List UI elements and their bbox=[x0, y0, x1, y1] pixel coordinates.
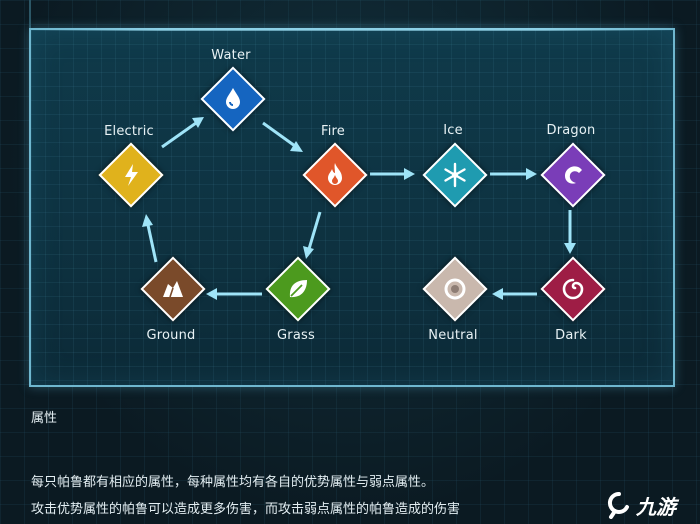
type-label-ice: Ice bbox=[443, 123, 463, 138]
snowflake-icon bbox=[444, 162, 466, 188]
water-drop-icon bbox=[226, 88, 240, 109]
fire-badge bbox=[302, 142, 368, 208]
type-label-neutral: Neutral bbox=[428, 328, 478, 343]
arrow-fire-to-ice bbox=[370, 168, 415, 180]
neutral-badge bbox=[422, 256, 488, 322]
type-label-dark: Dark bbox=[555, 328, 587, 343]
circle-target-icon bbox=[444, 278, 466, 300]
leaf-icon bbox=[289, 280, 307, 298]
type-label-dragon: Dragon bbox=[546, 123, 596, 138]
ice-badge bbox=[422, 142, 488, 208]
grass-badge bbox=[265, 256, 331, 322]
jiuyou-logo-icon bbox=[607, 491, 629, 519]
electric-badge bbox=[98, 142, 164, 208]
type-label-grass: Grass bbox=[277, 328, 315, 343]
arrow-ice-to-dragon bbox=[490, 168, 537, 180]
type-chart-panel bbox=[29, 28, 675, 387]
arrow-ground-to-electric bbox=[142, 214, 158, 263]
description-line-2: 攻击优势属性的帕鲁可以造成更多伤害，而攻击弱点属性的帕鲁造成的伤害 bbox=[31, 502, 461, 517]
type-label-fire: Fire bbox=[320, 124, 345, 139]
flame-icon bbox=[328, 163, 342, 185]
arrow-dark-to-neutral bbox=[492, 288, 537, 300]
arrow-fire-to-grass bbox=[303, 211, 322, 259]
swirl-icon bbox=[562, 278, 584, 300]
type-label-ground: Ground bbox=[146, 328, 196, 343]
dragon-icon bbox=[565, 166, 582, 184]
arrow-water-to-fire bbox=[262, 121, 303, 152]
type-node-water: Water bbox=[171, 48, 291, 132]
type-node-ice: Ice bbox=[393, 123, 513, 208]
type-label-water: Water bbox=[211, 48, 251, 63]
water-badge bbox=[200, 66, 266, 132]
watermark-text: 九游 bbox=[636, 494, 676, 519]
frame-line bbox=[29, 0, 31, 28]
section-title: 属性 bbox=[31, 411, 58, 426]
arrow-dragon-to-dark bbox=[564, 210, 576, 254]
type-label-electric: Electric bbox=[104, 124, 154, 139]
dragon-badge bbox=[540, 142, 606, 208]
type-node-electric: Electric bbox=[69, 124, 189, 208]
panel-glow bbox=[31, 28, 673, 31]
arrow-electric-to-water bbox=[161, 117, 204, 149]
lightning-icon bbox=[125, 164, 138, 186]
type-node-dragon: Dragon bbox=[511, 123, 631, 208]
arrow-grass-to-ground bbox=[206, 288, 262, 300]
watermark-logo: 九游 bbox=[606, 490, 696, 520]
type-node-fire: Fire bbox=[273, 124, 393, 208]
rock-icon bbox=[163, 281, 183, 298]
description-line-1: 每只帕鲁都有相应的属性，每种属性均有各自的优势属性与弱点属性。 bbox=[31, 475, 435, 490]
dark-badge bbox=[540, 256, 606, 322]
ground-badge bbox=[140, 256, 206, 322]
